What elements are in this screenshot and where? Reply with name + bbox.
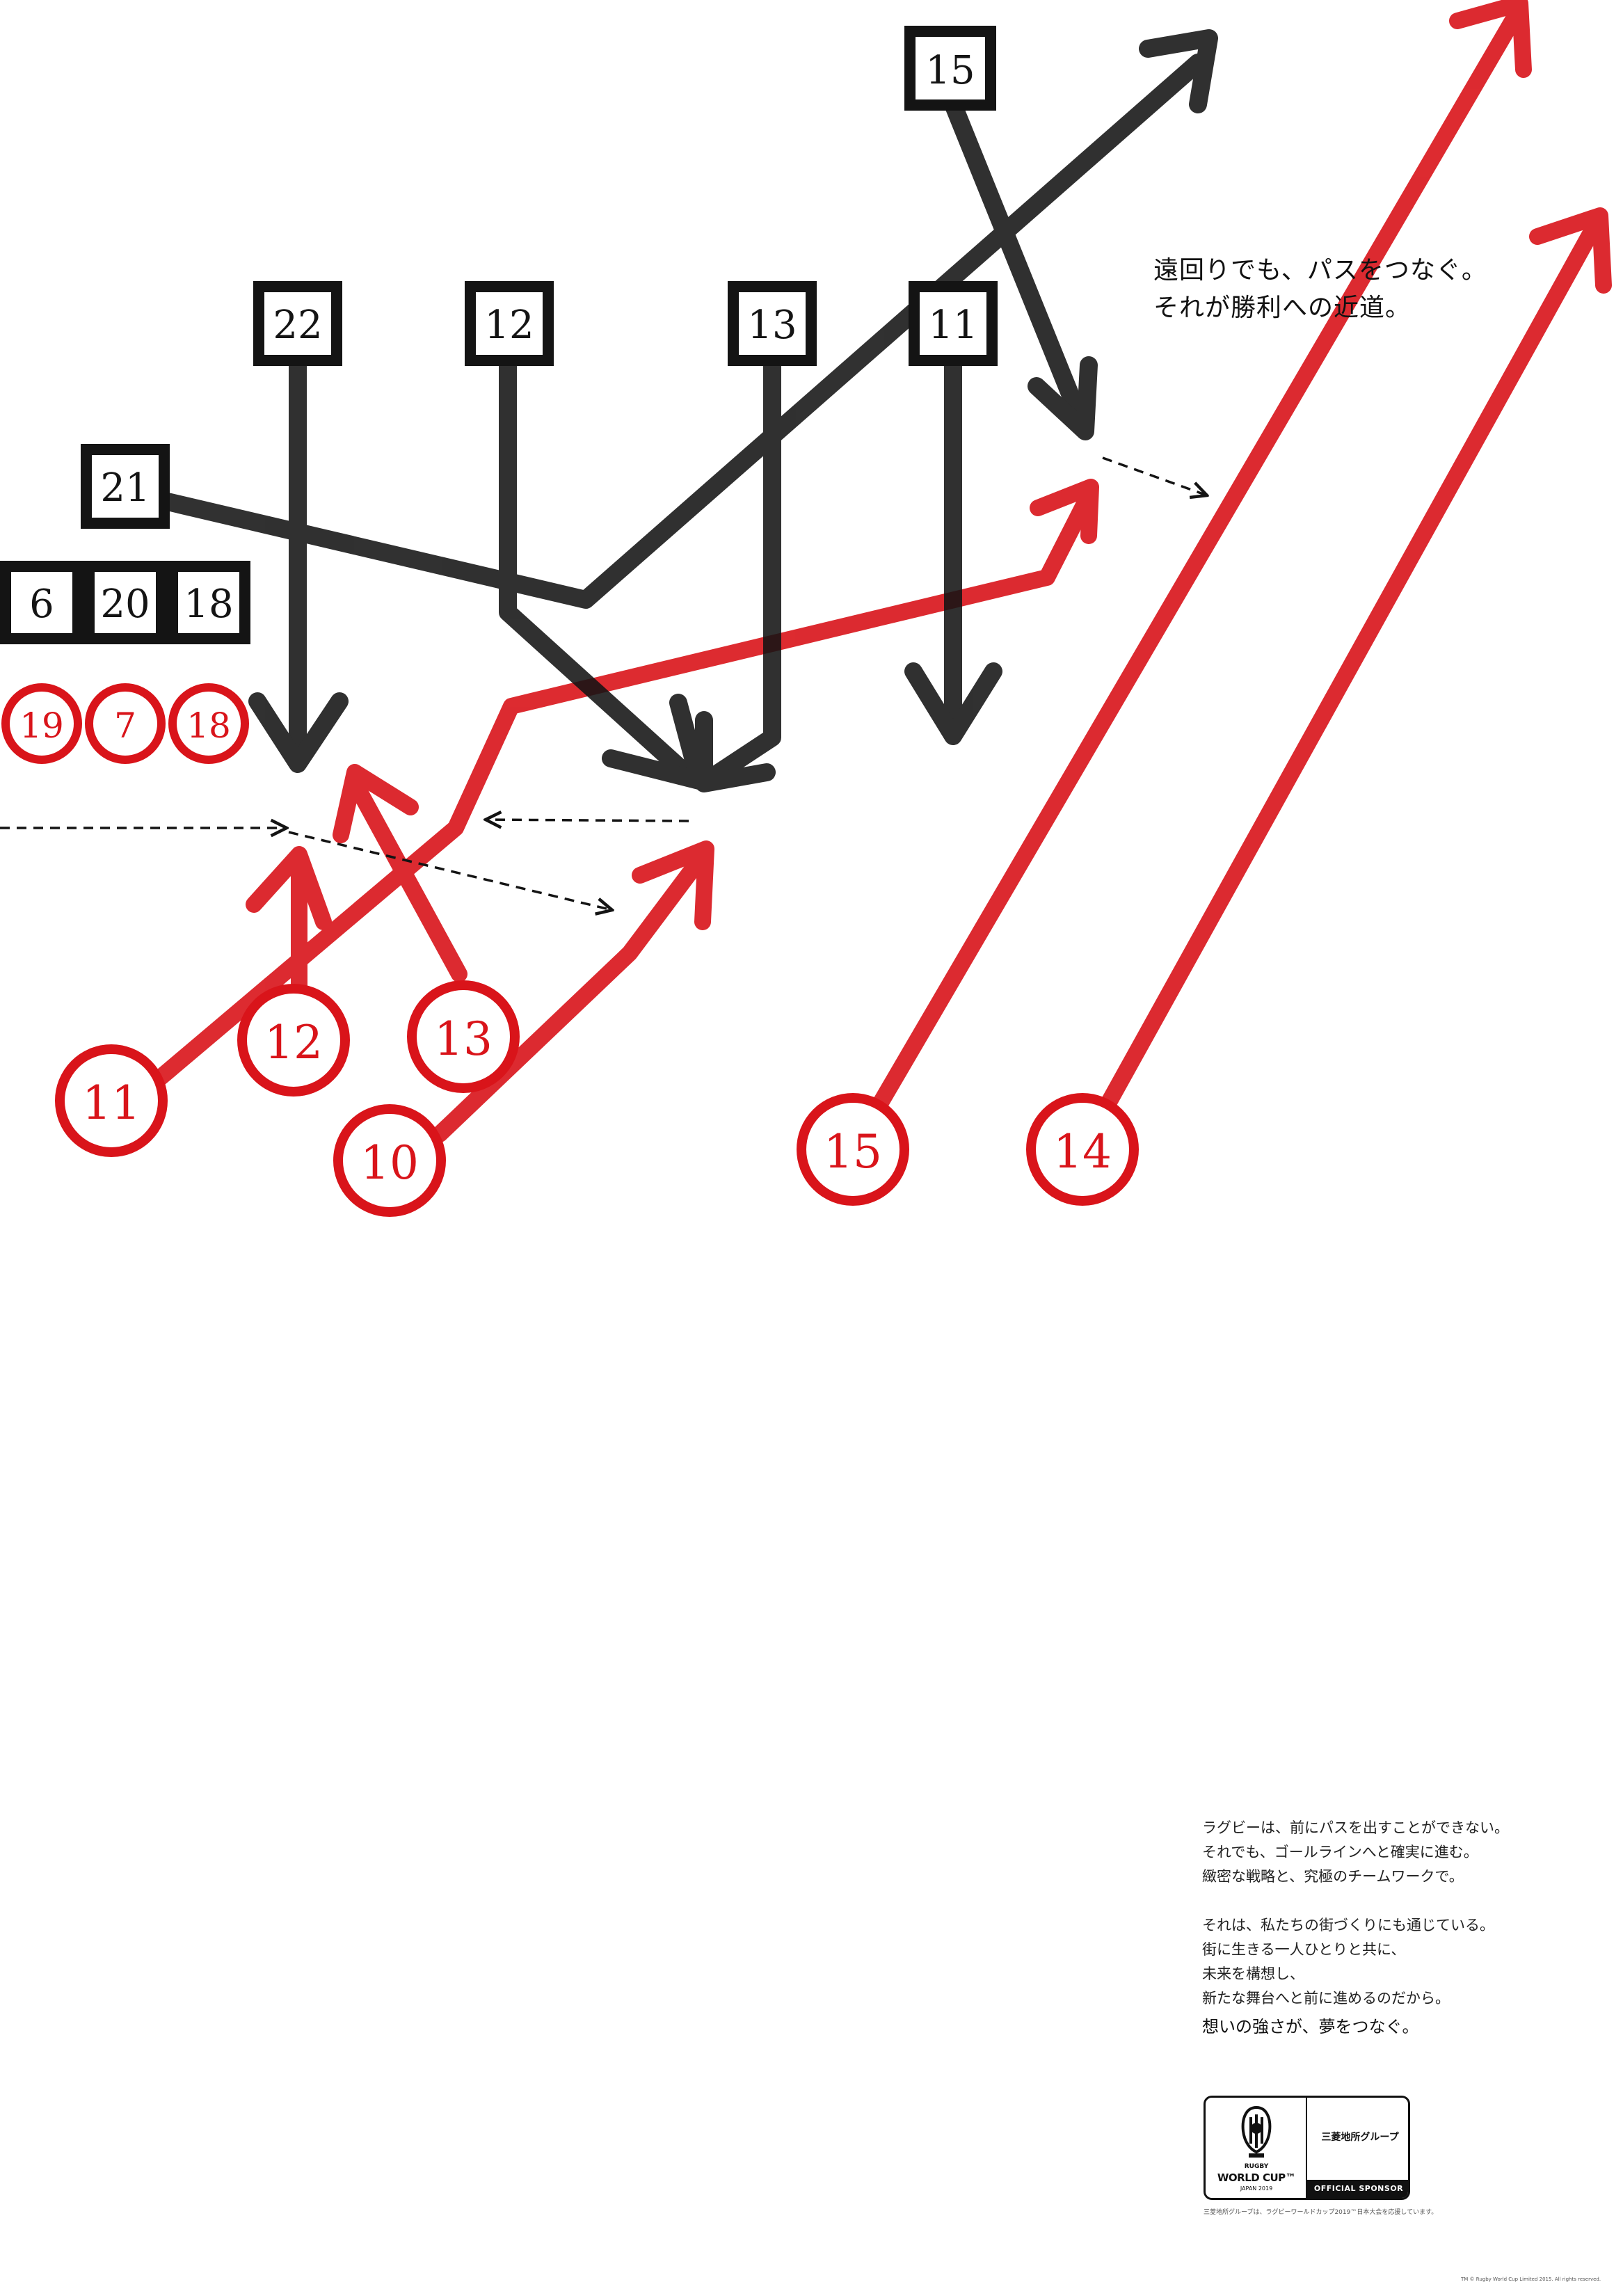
copyright: TM © Rugby World Cup Limited 2015. All r… — [1461, 2277, 1601, 2282]
body-line-2: それでも、ゴールラインへと確実に進む。 — [1202, 1844, 1478, 1860]
pass-line-right — [1102, 456, 1207, 495]
defender-markers: 15 22 12 13 11 21 6 20 — [0, 26, 998, 644]
defender-11: 11 — [909, 281, 998, 366]
defender-6: 6 — [0, 561, 83, 644]
attacker-19: 19 — [1, 683, 82, 764]
headline-line-2: それが勝利への近道。 — [1153, 294, 1412, 322]
black-arrowhead-21 — [1139, 29, 1218, 113]
attacker-19-label: 19 — [19, 705, 64, 746]
sponsor-name: 三菱地所グループ — [1321, 2132, 1399, 2143]
rugby-world-cup-trophy-icon — [1241, 2105, 1272, 2158]
pass-line-diagonal — [288, 831, 612, 910]
attacker-10-label: 10 — [360, 1136, 419, 1190]
attacker-12: 12 — [237, 984, 350, 1097]
defender-21: 21 — [81, 444, 170, 529]
headline-line-1: 遠回りでも、パスをつなぐ。 — [1153, 256, 1487, 285]
body-line-1: ラグビーは、前にパスを出すことができない。 — [1202, 1819, 1509, 1836]
official-sponsor-badge: OFFICIAL SPONSOR — [1307, 2180, 1408, 2198]
rwc-logo-line-2: WORLD CUP™ — [1217, 2171, 1296, 2184]
black-arrowhead-11 — [904, 662, 1002, 745]
black-line-13 — [702, 349, 781, 787]
attacker-13-label: 13 — [434, 1012, 493, 1066]
black-arrowhead-13 — [695, 711, 776, 792]
defender-6-label: 6 — [29, 582, 54, 627]
attacker-18-label: 18 — [186, 705, 231, 746]
body-copy: ラグビーは、前にパスを出すことができない。 それでも、ゴールラインへと確実に進む… — [1202, 1816, 1509, 2011]
attacker-18: 18 — [168, 683, 249, 764]
attacker-14: 14 — [1026, 1093, 1139, 1206]
attacker-10: 10 — [333, 1104, 446, 1217]
red-line-13 — [352, 785, 467, 982]
defender-21-label: 21 — [100, 465, 150, 511]
attacker-markers: 19 7 18 11 12 13 10 15 — [1, 683, 1139, 1217]
defender-15: 15 — [904, 26, 996, 111]
defender-18: 18 — [167, 561, 250, 644]
black-arrowhead-22 — [248, 692, 349, 773]
black-arrowhead-15 — [1028, 356, 1098, 440]
red-line-15 — [868, 6, 1525, 1118]
attacker-13: 13 — [407, 980, 520, 1093]
rwc-logo-line-3: JAPAN 2019 — [1240, 2185, 1273, 2192]
body-paragraph-gap — [1202, 1889, 1509, 1913]
attacker-14-label: 14 — [1053, 1125, 1112, 1179]
black-line-12 — [499, 353, 698, 785]
red-arrowhead-12 — [246, 846, 332, 930]
defender-12-label: 12 — [484, 303, 534, 348]
defender-20-label: 20 — [100, 582, 150, 627]
red-line-11-main — [146, 494, 1094, 1091]
red-line-14 — [1096, 214, 1605, 1118]
black-line-15 — [944, 95, 1091, 432]
attacker-11-label: 11 — [82, 1076, 141, 1130]
body-line-5: 街に生きる一人ひとりと共に、 — [1202, 1941, 1406, 1958]
defender-13-label: 13 — [747, 303, 797, 348]
defender-22: 22 — [253, 281, 342, 366]
defender-22-label: 22 — [273, 303, 322, 348]
defender-11-label: 11 — [928, 303, 977, 348]
rwc-logo-line-1: RUGBY — [1244, 2163, 1269, 2170]
attacker-11: 11 — [55, 1044, 168, 1157]
attacker-7-label: 7 — [114, 705, 136, 746]
pass-line-back — [486, 820, 689, 821]
attacker-15: 15 — [797, 1093, 909, 1206]
red-arrowhead-10 — [632, 840, 714, 930]
body-line-4: それは、私たちの街づくりにも通じている。 — [1202, 1917, 1494, 1934]
attacker-15-label: 15 — [824, 1125, 882, 1179]
defender-18-label: 18 — [184, 582, 233, 627]
sponsor-logo: RUGBY WORLD CUP™ JAPAN 2019 三菱地所グループ OFF… — [1204, 2096, 1410, 2200]
defender-15-label: 15 — [925, 48, 975, 93]
headline: 遠回りでも、パスをつなぐ。 それが勝利への近道。 — [1153, 252, 1487, 327]
body-line-3: 緻密な戦略と、究極のチームワークで。 — [1202, 1868, 1464, 1885]
attacker-12-label: 12 — [264, 1016, 323, 1069]
attacker-7: 7 — [85, 683, 166, 764]
defender-12: 12 — [465, 281, 554, 366]
defender-13: 13 — [728, 281, 817, 366]
body-line-6: 未来を構想し、 — [1202, 1966, 1304, 1982]
red-arrowhead-11-main — [1030, 479, 1099, 544]
red-arrowhead-13 — [333, 764, 419, 843]
rwc-logo: RUGBY WORLD CUP™ JAPAN 2019 — [1206, 2098, 1307, 2198]
red-arrowhead-14 — [1529, 207, 1612, 294]
fine-print: 三菱地所グループは、ラグビーワールドカップ2019™日本大会を応援しています。 — [1204, 2209, 1438, 2216]
defender-20: 20 — [83, 561, 167, 644]
closing-line: 想いの強さが、夢をつなぐ。 — [1202, 2017, 1419, 2036]
body-line-7: 新たな舞台へと前に進めるのだから。 — [1202, 1990, 1450, 2007]
red-arrowhead-15 — [1449, 0, 1532, 78]
